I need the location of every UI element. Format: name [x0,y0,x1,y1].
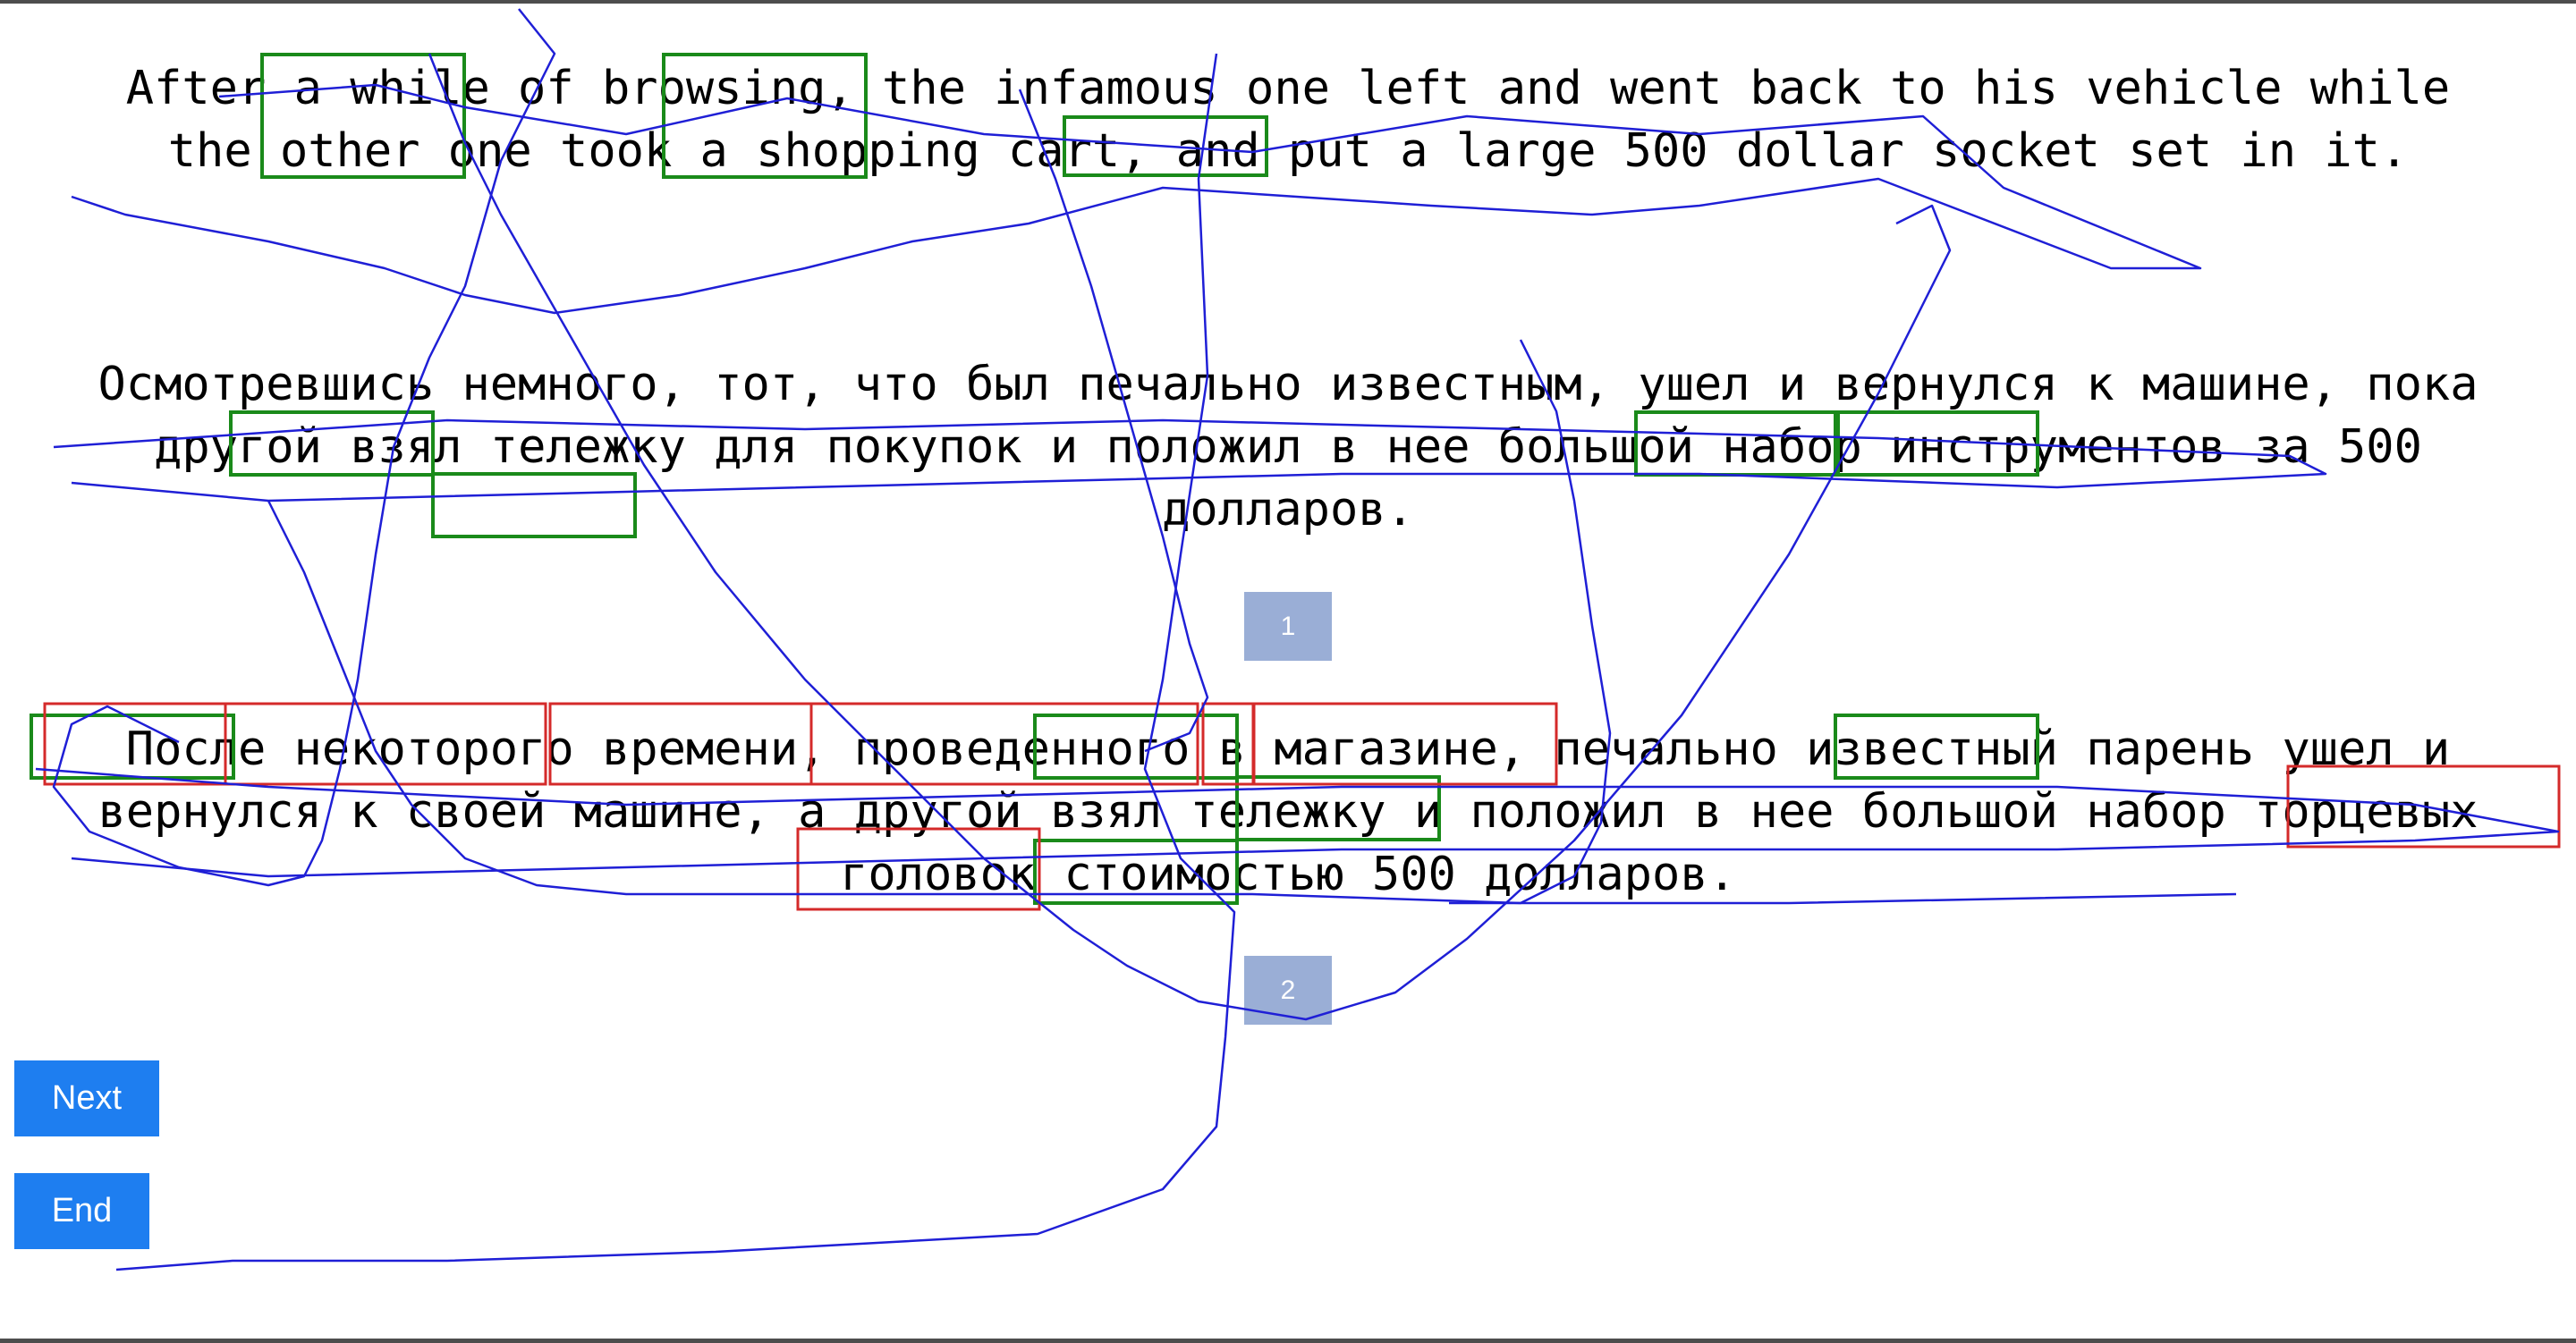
translation-paragraph-2: После некоторого времени, проведенного в… [27,718,2549,906]
paragraph-line: После некоторого времени, проведенного в… [125,722,2451,776]
window-top-border [0,0,2576,4]
paragraph-line: головок стоимостью 500 долларов. [840,848,1736,901]
paragraph-line: the other one took a shopping cart, and … [167,124,2409,178]
paragraph-line: Осмотревшись немного, тот, что был печал… [97,358,2479,411]
translation-number-badge-1[interactable]: 1 [1244,592,1332,661]
paragraph-line: After a while of browsing, the infamous … [125,62,2451,115]
end-button[interactable]: End [14,1173,149,1249]
source-paragraph-english: After a while of browsing, the infamous … [27,57,2549,182]
next-button[interactable]: Next [14,1060,159,1136]
translation-paragraph-1: Осмотревшись немного, тот, что был печал… [27,353,2549,541]
paragraph-line: вернулся к своей машине, а другой взял т… [97,785,2479,839]
paragraph-line: долларов. [1162,483,1414,536]
paragraph-line: другой взял тележку для покупок и положи… [154,420,2422,474]
gaze-trace-path [115,53,1236,1271]
translation-number-badge-2[interactable]: 2 [1244,956,1332,1025]
window-bottom-border [0,1339,2576,1343]
